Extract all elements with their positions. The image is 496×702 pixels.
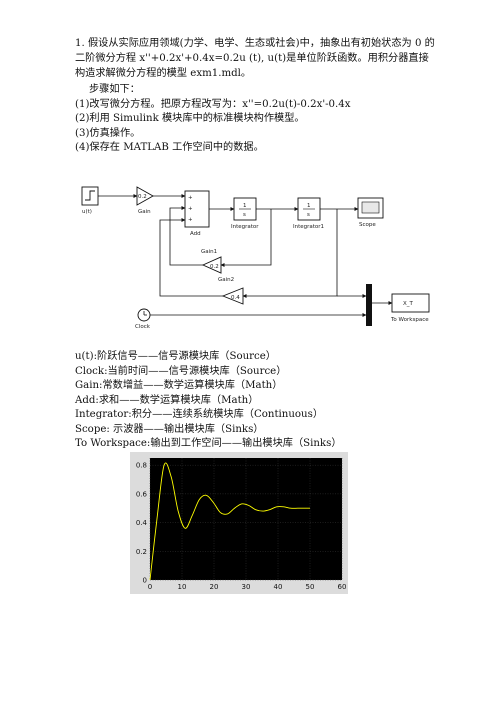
add-label: Add: [190, 231, 201, 237]
add-block[interactable]: [184, 190, 210, 228]
gain2-label: Gain2: [218, 277, 234, 283]
step-4: (4)保存在 MATLAB 工作空间中的数据。: [75, 142, 264, 153]
legend-item: Clock:当前时间——信号源模块库（Source）: [75, 365, 287, 377]
simulink-model-diagram: + + + u(t) 0.2 Gain Add 1 s 1 s Integrat…: [81, 186, 430, 330]
legend-item: To Workspace:输出到工作空间——输出模块库（Sinks）: [75, 438, 342, 449]
gain1-block[interactable]: [201, 256, 222, 274]
gain1-value: 0.2: [210, 264, 219, 270]
mux-block[interactable]: [366, 284, 372, 326]
x-tick-label: 60: [338, 583, 347, 591]
steps-heading: 步骤如下：: [89, 84, 140, 95]
svg-text:+: +: [188, 206, 193, 212]
legend-item: Add:求和——数学运算模块库（Math）: [75, 394, 259, 406]
response-series-line: [149, 462, 310, 581]
svg-text:+: +: [188, 195, 193, 201]
legend-item: Gain:常数增益——数学运算模块库（Math）: [75, 380, 283, 391]
legend-item: u(t):阶跃信号——信号源模块库（Source）: [75, 351, 276, 362]
step-3: (3)仿真操作。: [75, 127, 141, 139]
x-tick-label: 10: [178, 583, 187, 591]
gain-label: Gain: [138, 209, 151, 215]
to-workspace-label: To Workspace: [390, 317, 429, 323]
gain-value: 0.2: [138, 194, 147, 200]
y-tick-label: 0.2: [136, 548, 147, 556]
y-tick-label: 0.8: [136, 462, 147, 470]
integrator1-denominator: s: [307, 212, 310, 218]
gain1-label: Gain1: [201, 249, 217, 255]
step-label: u(t): [82, 209, 92, 215]
legend-item: Scope: 示波器——输出模块库（Sinks）: [75, 423, 264, 435]
problem-statement: 1. 假设从实际应用领域(力学、电学、生态或社会)中，抽象出有初始状态为 0 的…: [75, 38, 435, 79]
integrator1-numerator: 1: [307, 203, 311, 209]
scope-output-chart: 0 10 20 30 40 50 60 0 0.2 0.4 0.6 0.8: [130, 452, 348, 594]
scope-label: Scope: [359, 222, 376, 228]
x-tick-label: 30: [242, 583, 251, 591]
gain2-block[interactable]: [221, 287, 244, 305]
block-legend: u(t):阶跃信号——信号源模块库（Source） Clock:当前时间——信号…: [75, 350, 342, 452]
integrator-denominator: s: [243, 212, 246, 218]
integrator1-label: Integrator1: [293, 224, 324, 230]
y-tick-label: 0.6: [136, 490, 148, 498]
x-tick-label: 20: [210, 583, 219, 591]
legend-item: Integrator:积分——连续系统模块库（Continuous）: [75, 409, 324, 420]
integrator-numerator: 1: [243, 203, 247, 209]
steps-block: 步骤如下： (1)改写微分方程。把原方程改写为：x''=0.2u(t)-0.2x…: [75, 83, 351, 156]
gain-block[interactable]: [136, 186, 154, 206]
to-workspace-block[interactable]: [391, 293, 430, 313]
step-1: (1)改写微分方程。把原方程改写为：x''=0.2u(t)-0.2x'-0.4x: [75, 98, 351, 110]
step-2: (2)利用 Simulink 模块库中的标准模块构作模型。: [75, 113, 305, 124]
x-tick-label: 0: [148, 583, 152, 591]
x-tick-label: 40: [274, 583, 283, 591]
to-workspace-var: X_T: [403, 301, 414, 307]
integrator-label: Integrator: [231, 224, 259, 230]
clock-label: Clock: [135, 324, 151, 330]
x-tick-label: 50: [306, 583, 315, 591]
svg-text:+: +: [188, 217, 193, 223]
gain2-value: 0.4: [231, 295, 240, 301]
y-tick-label: 0: [143, 577, 147, 585]
y-tick-label: 0.4: [136, 519, 148, 527]
